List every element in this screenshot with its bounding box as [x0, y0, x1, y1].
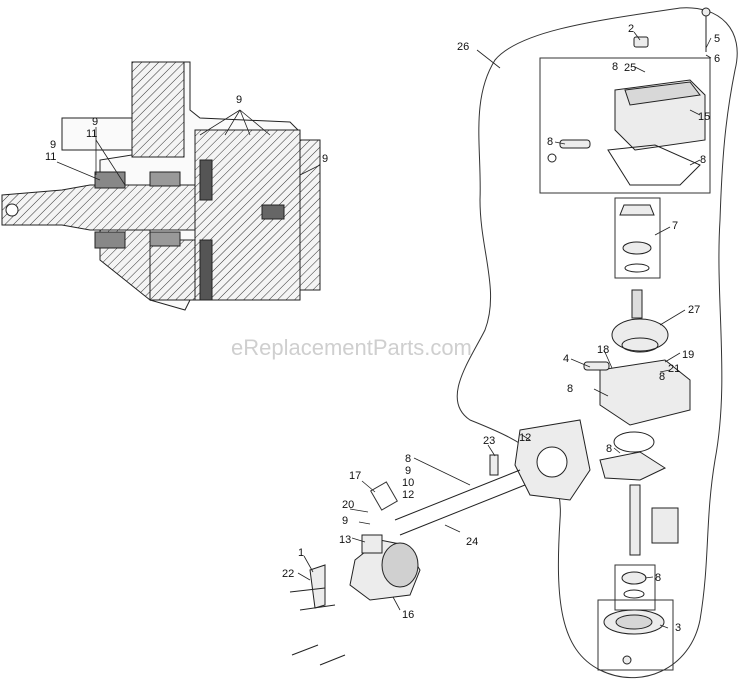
callout-9-left-a: 9 — [92, 116, 98, 128]
callout-9-left-right: 9 — [322, 153, 328, 165]
callout-7: 7 — [672, 220, 678, 232]
callout-12-group: 12 — [402, 489, 414, 501]
callout-9-left-top: 9 — [236, 94, 242, 106]
callout-17: 17 — [349, 470, 361, 482]
callout-1: 1 — [298, 547, 304, 559]
callout-8-top: 8 — [612, 61, 618, 73]
callout-22: 22 — [282, 568, 294, 580]
callout-10: 10 — [402, 477, 414, 489]
callout-9-left-b: 9 — [50, 139, 56, 151]
callout-6: 6 — [714, 53, 720, 65]
callout-16: 16 — [402, 609, 414, 621]
callout-8-side: 8 — [567, 383, 573, 395]
callout-9-group: 9 — [405, 465, 411, 477]
callout-8-group: 8 — [405, 453, 411, 465]
exploded-parts — [289, 7, 711, 666]
callout-12-housing: 12 — [519, 432, 531, 444]
assembly-outline — [456, 7, 738, 679]
cross-section-view — [1, 61, 321, 311]
callout-26: 26 — [457, 41, 469, 53]
watermark: eReplacementParts.com — [231, 335, 472, 360]
callout-8-plate: 8 — [606, 443, 612, 455]
callout-11-left-b: 11 — [45, 151, 56, 163]
callout-8-gasket: 8 — [700, 154, 706, 166]
callout-9-pump: 9 — [342, 515, 348, 527]
callout-27: 27 — [688, 304, 700, 316]
callout-15: 15 — [698, 111, 710, 123]
callout-labels: 26 2 5 6 8 25 15 8 8 7 27 4 18 19 21 8 8… — [45, 23, 720, 634]
callout-8-housing: 8 — [659, 371, 665, 383]
callout-2: 2 — [628, 23, 634, 35]
right-leaders — [297, 31, 712, 629]
callout-23: 23 — [483, 435, 495, 447]
callout-8-fitting: 8 — [547, 136, 553, 148]
callout-19: 19 — [682, 349, 694, 361]
callout-4: 4 — [563, 353, 569, 365]
callout-5: 5 — [714, 33, 720, 45]
callout-3: 3 — [675, 622, 681, 634]
left-leaders — [56, 109, 321, 186]
callout-8-bearing: 8 — [655, 572, 661, 584]
callout-25: 25 — [624, 62, 636, 74]
callout-24: 24 — [466, 536, 478, 548]
callout-20: 20 — [342, 499, 354, 511]
callout-18: 18 — [597, 344, 609, 356]
callout-13: 13 — [339, 534, 351, 546]
callout-11-left-a: 11 — [86, 128, 97, 140]
callout-21: 21 — [668, 363, 680, 375]
